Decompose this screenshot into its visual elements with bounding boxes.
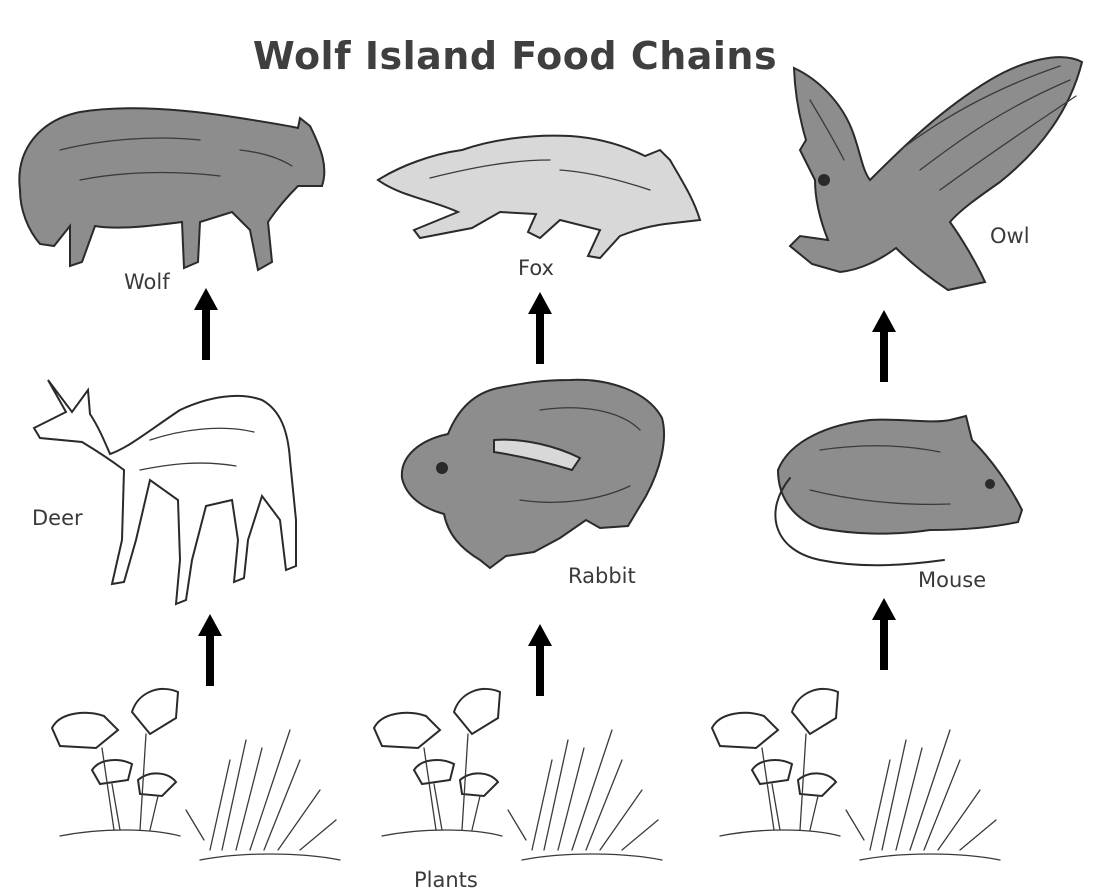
- wolf-illustration: [19, 108, 324, 270]
- label-plants: Plants: [414, 868, 478, 892]
- deer-illustration: [34, 380, 296, 604]
- arrow-plants-to-mouse: [872, 598, 896, 670]
- label-fox: Fox: [518, 256, 554, 280]
- mouse-illustration: [775, 416, 1022, 565]
- label-deer: Deer: [32, 506, 83, 530]
- label-mouse: Mouse: [918, 568, 986, 592]
- plants-cluster-middle: [374, 689, 662, 860]
- plants-cluster-right: [712, 689, 1000, 860]
- plants-cluster-left: [52, 689, 340, 860]
- arrow-deer-to-wolf: [194, 288, 218, 360]
- arrow-plants-to-rabbit: [528, 624, 552, 696]
- fox-illustration: [378, 136, 700, 258]
- label-wolf: Wolf: [124, 270, 170, 294]
- label-owl: Owl: [990, 224, 1030, 248]
- arrow-rabbit-to-fox: [528, 292, 552, 364]
- rabbit-illustration: [402, 380, 664, 568]
- owl-illustration: [790, 57, 1082, 290]
- diagram-title: Wolf Island Food Chains: [0, 34, 1030, 78]
- arrow-mouse-to-owl: [872, 310, 896, 382]
- label-rabbit: Rabbit: [568, 564, 636, 588]
- arrow-plants-to-deer: [198, 614, 222, 686]
